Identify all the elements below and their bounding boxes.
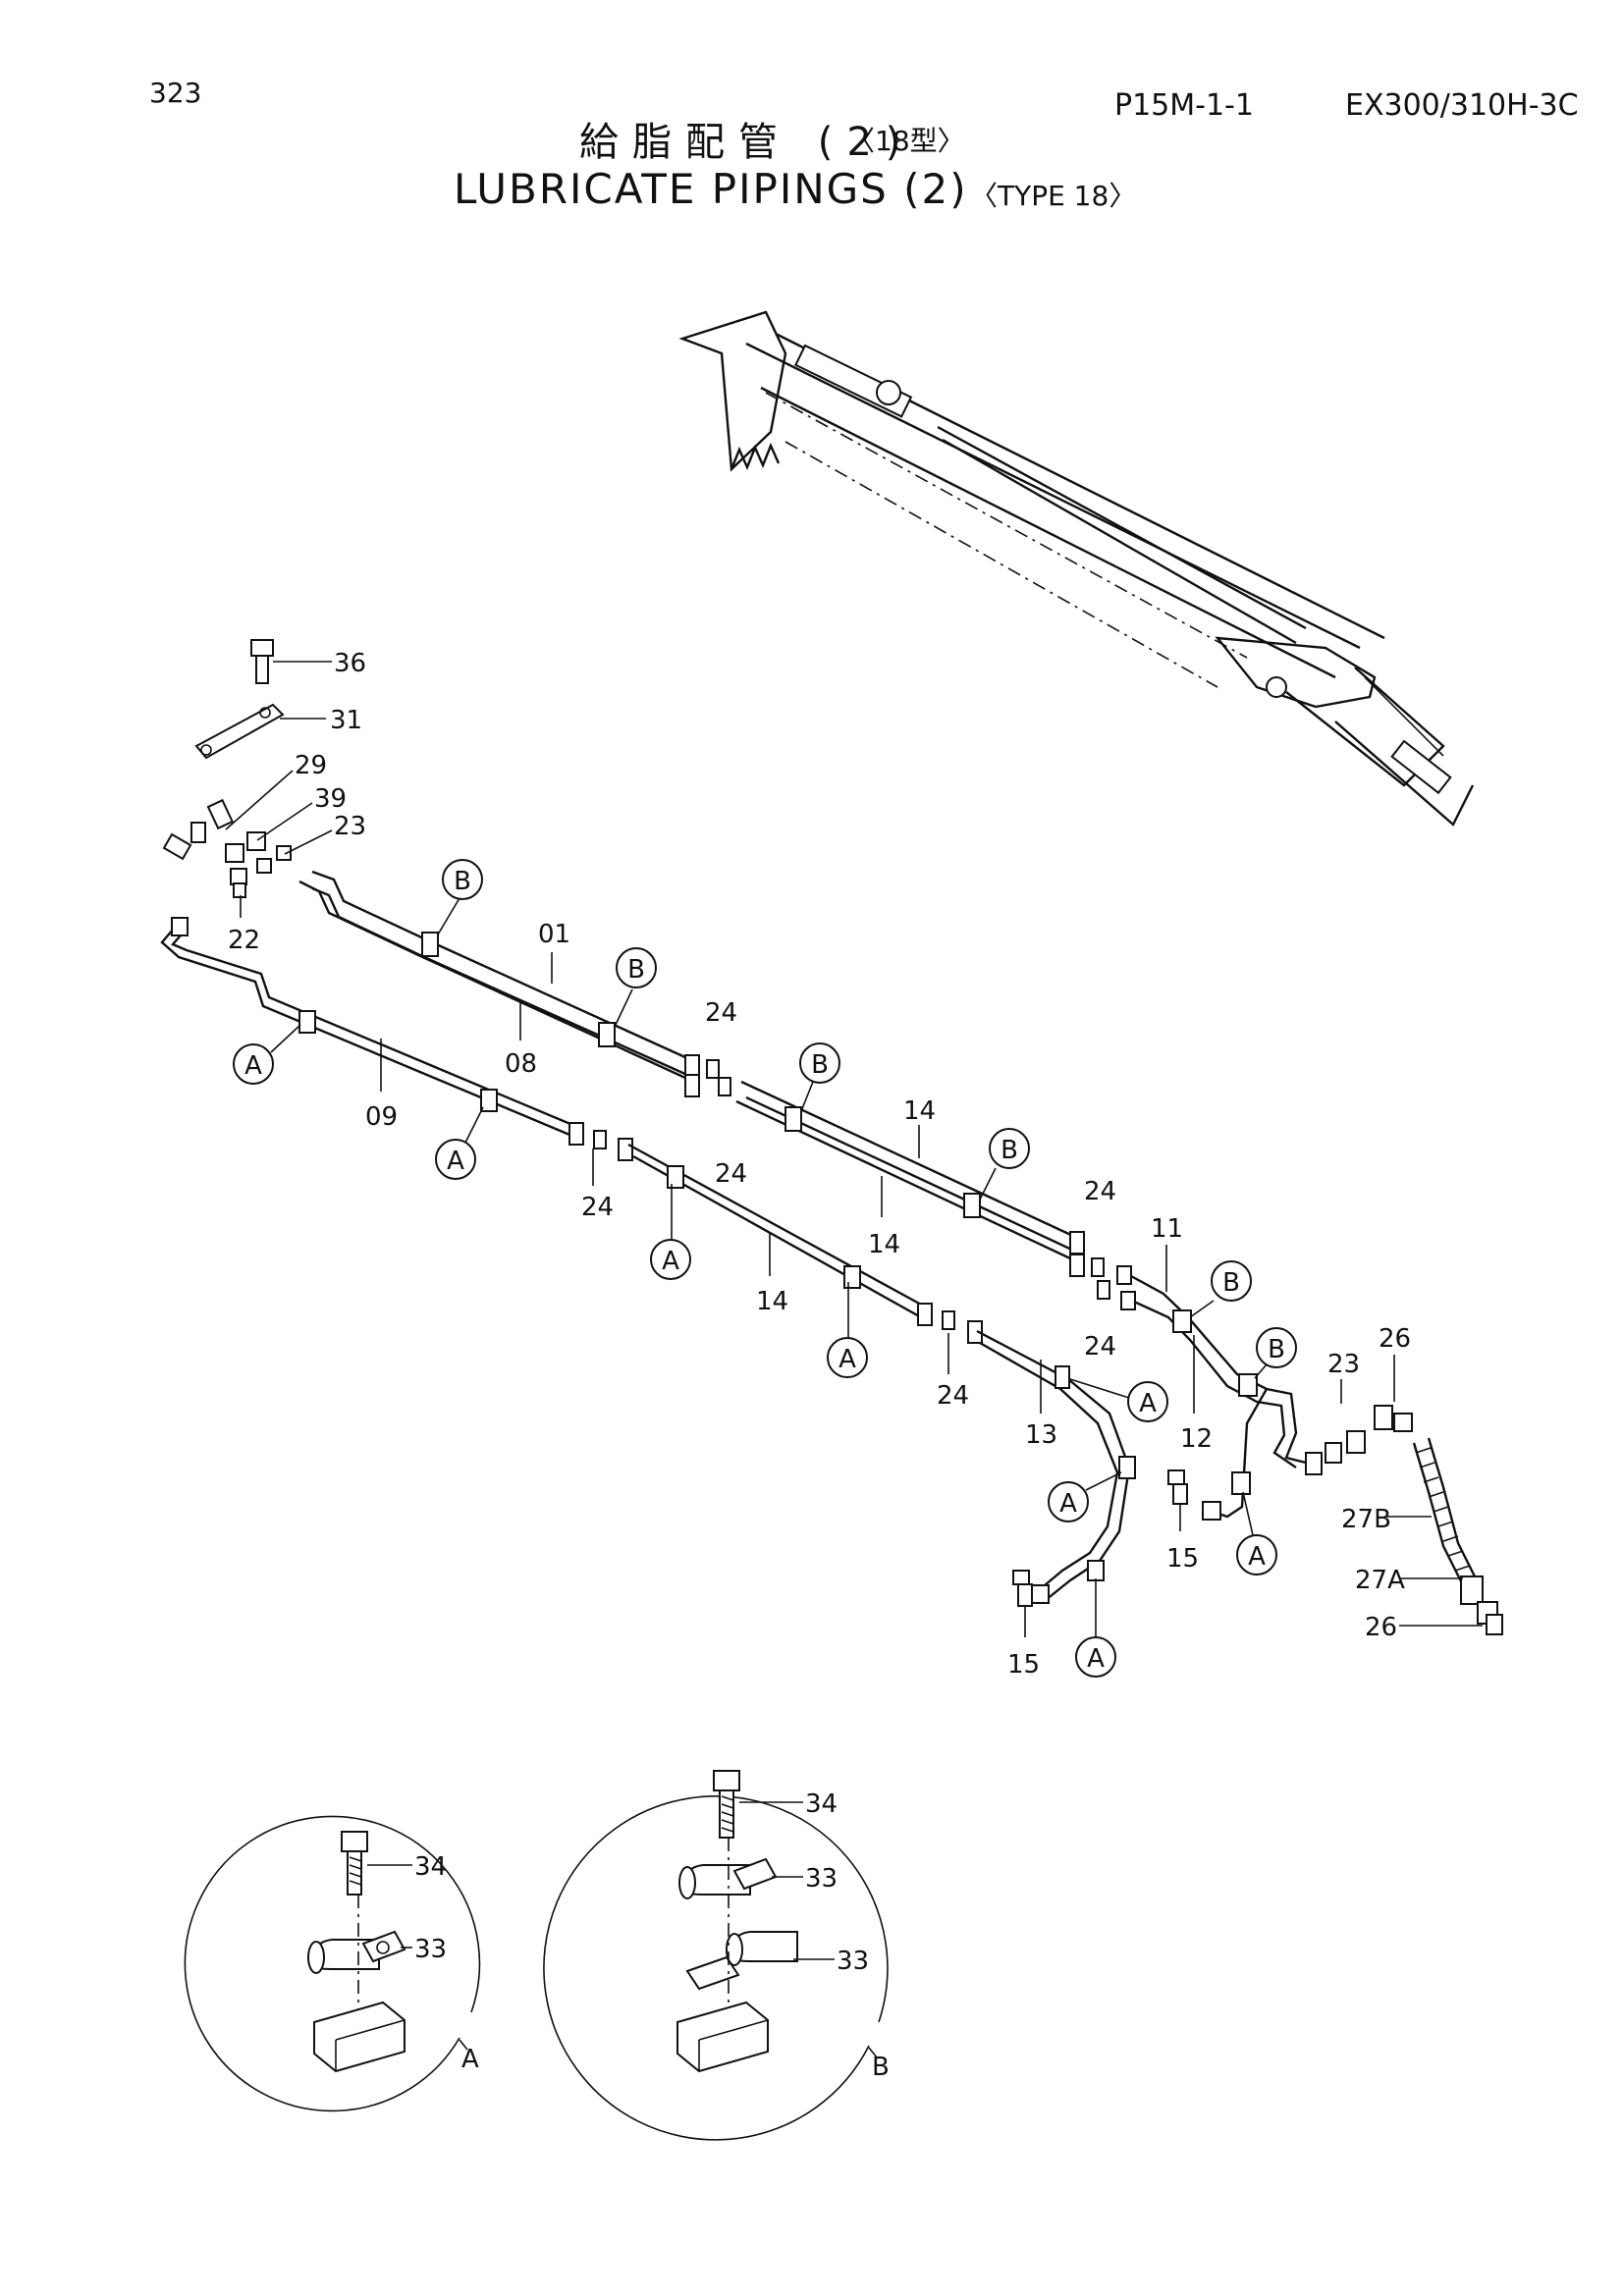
svg-text:A: A <box>1139 1389 1157 1418</box>
svg-text:A: A <box>447 1147 464 1176</box>
label-13: 13 <box>1025 1420 1057 1450</box>
detail-b-label-33-upper: 33 <box>805 1864 838 1894</box>
callout-b-5: B <box>1189 1260 1252 1318</box>
label-23-lower: 23 <box>1327 1350 1360 1379</box>
detail-b <box>543 1770 889 2141</box>
callout-a-3: A <box>650 1184 691 1280</box>
right-pipe-assembly <box>1116 1265 1323 1521</box>
svg-text:A: A <box>662 1247 679 1276</box>
label-09: 09 <box>365 1102 398 1132</box>
detail-a-label-33: 33 <box>414 1935 447 1964</box>
title-english-type: 〈TYPE 18〉 <box>970 180 1137 212</box>
callout-b-3: B <box>799 1042 840 1112</box>
detail-b-name: B <box>872 2053 890 2082</box>
label-01: 01 <box>538 920 570 949</box>
label-24-c: 24 <box>1084 1177 1116 1206</box>
label-14-mid: 14 <box>868 1230 900 1259</box>
callout-a-2: A <box>435 1106 484 1180</box>
label-14-upper: 14 <box>903 1096 936 1126</box>
label-24-b: 24 <box>715 1159 747 1189</box>
label-11: 11 <box>1151 1214 1183 1244</box>
svg-text:B: B <box>1001 1136 1018 1165</box>
title-japanese: 給脂配管 (2) <box>579 120 915 165</box>
upper-pipe-assembly <box>298 870 1110 1300</box>
label-24-e: 24 <box>581 1193 614 1222</box>
fitting-group-left <box>162 770 333 918</box>
svg-text:B: B <box>811 1050 829 1080</box>
callout-b-6: B <box>1254 1327 1297 1379</box>
label-22: 22 <box>228 926 260 955</box>
label-12: 12 <box>1180 1424 1213 1454</box>
svg-text:A: A <box>1248 1542 1266 1572</box>
label-31: 31 <box>330 706 362 735</box>
label-24-d: 24 <box>1084 1332 1116 1362</box>
svg-text:A: A <box>1087 1644 1105 1674</box>
bolt-36 <box>250 639 332 684</box>
title-english: LUBRICATE PIPINGS (2) <box>454 165 968 213</box>
title-japanese-type: 〈18型〉 <box>847 125 965 157</box>
label-39: 39 <box>314 784 347 814</box>
model-code: EX300/310H-3C <box>1345 88 1579 123</box>
label-24-f: 24 <box>937 1381 969 1411</box>
detail-a <box>184 1815 481 2112</box>
label-27b: 27B <box>1341 1505 1391 1534</box>
callout-a-7: A <box>1236 1491 1277 1575</box>
svg-text:B: B <box>1268 1335 1285 1364</box>
svg-text:B: B <box>1222 1268 1240 1298</box>
elbow-15-left <box>1012 1570 1033 1637</box>
svg-text:A: A <box>839 1345 856 1374</box>
label-15-right: 15 <box>1166 1544 1199 1574</box>
page-number: 323 <box>149 77 202 109</box>
callout-a-5: A <box>1069 1378 1168 1422</box>
label-23-upper: 23 <box>334 812 366 841</box>
callout-b-4: B <box>979 1128 1030 1201</box>
label-15-left: 15 <box>1007 1650 1040 1680</box>
label-08: 08 <box>505 1049 537 1079</box>
svg-text:A: A <box>244 1051 262 1081</box>
detail-b-label-34: 34 <box>805 1789 838 1819</box>
label-29: 29 <box>295 751 327 780</box>
label-26-lower: 26 <box>1365 1613 1397 1642</box>
label-26-upper: 26 <box>1379 1324 1411 1354</box>
callout-a-1: A <box>233 1024 301 1085</box>
svg-text:B: B <box>454 867 471 896</box>
boom-arm-overview <box>678 310 1475 827</box>
detail-b-label-33-lower: 33 <box>837 1947 869 1976</box>
callout-b-2: B <box>614 947 657 1028</box>
svg-text:A: A <box>1059 1489 1077 1519</box>
callout-a-4: A <box>827 1282 868 1378</box>
detail-a-name: A <box>461 2045 479 2074</box>
label-24-a: 24 <box>705 998 737 1028</box>
elbow-15-right <box>1167 1469 1188 1531</box>
lower-pipe-assembly <box>160 917 1136 1604</box>
label-14-lower: 14 <box>756 1287 788 1316</box>
callout-a-6: A <box>1048 1471 1122 1522</box>
callout-b-1: B <box>437 859 483 935</box>
plate-31 <box>194 703 326 760</box>
callout-a-8: A <box>1075 1578 1116 1678</box>
label-36: 36 <box>334 649 366 678</box>
reference-code: P15M-1-1 <box>1114 88 1254 123</box>
detail-a-label-34: 34 <box>414 1852 447 1882</box>
hose-assembly <box>1325 1405 1503 1635</box>
svg-text:B: B <box>627 955 645 985</box>
label-27a: 27A <box>1355 1566 1405 1595</box>
